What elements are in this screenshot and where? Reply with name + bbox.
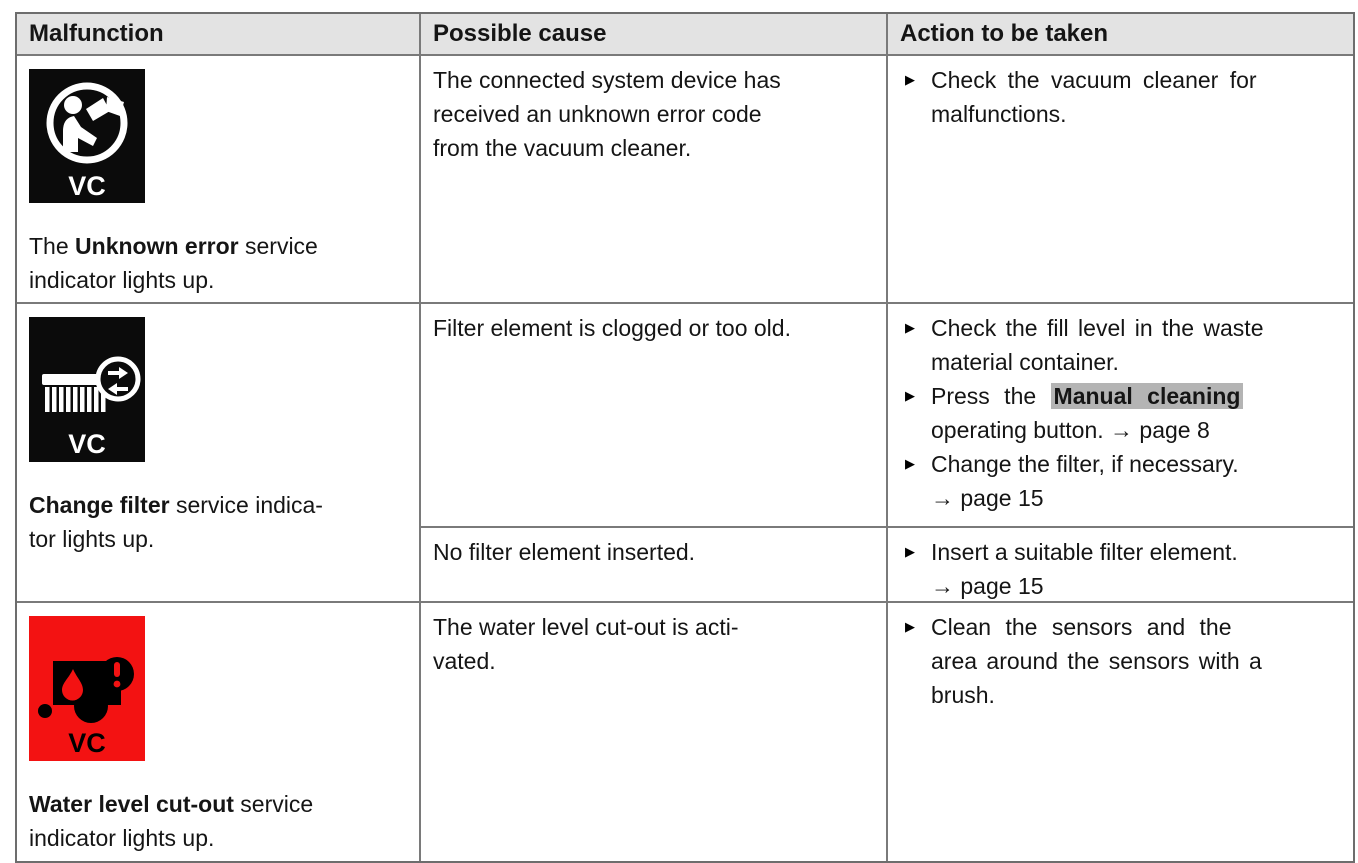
triangle-bullet-icon: ▶ [905, 456, 915, 471]
caption-text: service indica- [169, 492, 323, 518]
caption-line: Change filter service indica- [29, 488, 411, 522]
action-line: area around the sensors with a [931, 648, 1262, 674]
caption-bold-text: Change filter [29, 492, 170, 518]
action-line: brush. [931, 682, 995, 708]
cause-line: No filter element inserted. [433, 539, 696, 565]
cause-line: received an unknown error code [433, 101, 762, 127]
triangle-bullet-icon: ▶ [905, 72, 915, 87]
change-filter-icon: VC [29, 317, 145, 462]
caption-line: tor lights up. [29, 526, 155, 552]
action-text: Insert a suitable filter element. → page… [931, 535, 1349, 603]
action-item: ▶ Change the filter, if necessary. → pag… [888, 447, 1349, 515]
troubleshooting-table: Malfunction Possible cause Action to be … [15, 12, 1355, 863]
header-possible-cause: Possible cause [419, 14, 886, 54]
header-action-to-be-taken: Action to be taken [886, 14, 1353, 54]
caption-bold-text: Water level cut-out [29, 791, 234, 817]
action-line-text: Press the [931, 383, 1051, 409]
action-text: Check the fill level in the waste materi… [931, 311, 1349, 379]
action-line: operating button. → page 8 [931, 417, 1210, 443]
triangle-bullet-icon: ▶ [905, 544, 915, 559]
action-item: ▶ Check the vacuum cleaner for malfuncti… [888, 63, 1349, 131]
read-manual-icon: VC [29, 69, 145, 203]
cause-line: vated. [433, 648, 496, 674]
action-cell: ▶ Insert a suitable filter element. → pa… [886, 528, 1353, 601]
malfunction-caption: Change filter service indica- tor lights… [29, 488, 411, 556]
cause-line: The connected system device has [433, 67, 781, 93]
action-cell: ▶ Check the vacuum cleaner for malfuncti… [886, 56, 1353, 302]
water-level-cutout-icon: VC [29, 616, 145, 761]
caption-line: The Unknown error service [29, 229, 411, 263]
action-text: Check the vacuum cleaner for malfunction… [931, 63, 1349, 131]
action-item: ▶ Clean the sensors and the area around … [888, 610, 1349, 712]
caption-line: Water level cut-out service [29, 787, 411, 821]
vc-label: VC [68, 171, 106, 201]
caption-line: indicator lights up. [29, 267, 215, 293]
malfunction-cell-water-level: VC Water level cut-out service indicator… [17, 603, 419, 861]
row-change-filter-subrows: Filter element is clogged or too old. ▶ … [419, 304, 1353, 601]
cause-cell: The water level cut-out is acti- vated. [419, 603, 886, 861]
malfunction-caption: Water level cut-out service indicator li… [29, 787, 411, 855]
malfunction-cell-unknown-error: VC The Unknown error service indicator l… [17, 56, 419, 302]
row-change-filter: VC Change filter service indica- tor lig… [17, 302, 1353, 601]
action-item: ▶ Insert a suitable filter element. → pa… [888, 535, 1349, 603]
caption-text: The [29, 233, 76, 259]
subrow-clogged-filter: Filter element is clogged or too old. ▶ … [419, 304, 1353, 526]
action-line: Change the filter, if necessary. [931, 451, 1239, 477]
action-item: ▶ Press the Manual cleaning operating bu… [888, 379, 1349, 447]
action-cell: ▶ Clean the sensors and the area around … [886, 603, 1353, 861]
caption-text: service [238, 233, 318, 259]
action-text: Clean the sensors and the area around th… [931, 610, 1349, 712]
cause-line: Filter element is clogged or too old. [433, 315, 791, 341]
action-line: malfunctions. [931, 101, 1067, 127]
row-water-level-cutout: VC Water level cut-out service indicator… [17, 601, 1353, 861]
highlighted-button-name: Manual cleaning [1050, 383, 1244, 409]
action-text: Press the Manual cleaning operating butt… [931, 379, 1349, 447]
vc-label: VC [68, 429, 106, 459]
malfunction-cell-change-filter: VC Change filter service indica- tor lig… [17, 304, 419, 601]
table-header-row: Malfunction Possible cause Action to be … [17, 14, 1353, 54]
triangle-bullet-icon: ▶ [905, 619, 915, 634]
caption-bold-text: Unknown error [75, 233, 239, 259]
row-unknown-error: VC The Unknown error service indicator l… [17, 54, 1353, 302]
triangle-bullet-icon: ▶ [905, 320, 915, 335]
action-line: Clean the sensors and the [931, 614, 1232, 640]
triangle-bullet-icon: ▶ [905, 388, 915, 403]
action-item: ▶ Check the fill level in the waste mate… [888, 311, 1349, 379]
malfunction-caption: The Unknown error service indicator ligh… [29, 229, 411, 297]
action-line: material container. [931, 349, 1119, 375]
cause-line: The water level cut-out is acti- [433, 614, 739, 640]
cause-line: from the vacuum cleaner. [433, 135, 692, 161]
action-line: Press the Manual cleaning [931, 379, 1349, 413]
action-text: Change the filter, if necessary. → page … [931, 447, 1349, 515]
caption-line: indicator lights up. [29, 825, 215, 851]
cause-cell: No filter element inserted. [419, 528, 886, 601]
cause-cell: Filter element is clogged or too old. [419, 304, 886, 526]
action-line: Check the vacuum cleaner for [931, 67, 1257, 93]
action-line: Insert a suitable filter element. [931, 539, 1238, 565]
caption-text: service [233, 791, 314, 817]
cause-cell: The connected system device has received… [419, 56, 886, 302]
subrow-no-filter: No filter element inserted. ▶ Insert a s… [419, 526, 1353, 601]
action-line: → page 15 [931, 573, 1044, 599]
action-line: Check the fill level in the waste [931, 315, 1264, 341]
action-line: → page 15 [931, 485, 1044, 511]
action-cell: ▶ Check the fill level in the waste mate… [886, 304, 1353, 526]
vc-label: VC [68, 728, 106, 758]
header-malfunction: Malfunction [29, 20, 164, 47]
